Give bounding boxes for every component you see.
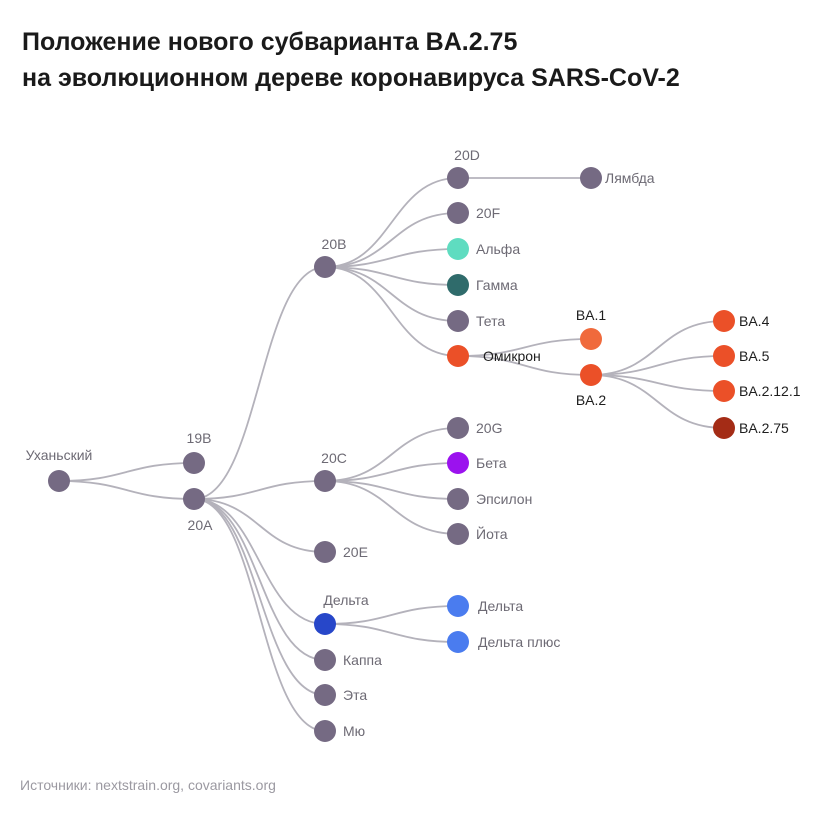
label-ba4: BA.4	[739, 313, 770, 329]
edge-20a-mu	[193, 498, 326, 732]
edge-20b-theta	[324, 266, 459, 322]
node-20a	[183, 488, 205, 510]
edge-delta_parent-delta_plus	[324, 623, 459, 643]
label-20f: 20F	[476, 205, 500, 221]
label-ba2: BA.2	[576, 392, 607, 408]
label-delta: Дельта	[478, 598, 523, 614]
label-beta: Бета	[476, 455, 507, 471]
edge-20b-gamma	[324, 266, 459, 286]
edge-20a-kappa	[193, 498, 326, 661]
edge-ba2-ba2121	[590, 374, 725, 392]
node-ba5	[713, 345, 735, 367]
node-20g	[447, 417, 469, 439]
label-alpha: Альфа	[476, 241, 520, 257]
label-mu: Мю	[343, 723, 365, 739]
label-kappa: Каппа	[343, 652, 382, 668]
label-19b: 19B	[187, 430, 212, 446]
edge-ba2-ba5	[590, 355, 725, 376]
edge-20a-20e	[193, 498, 326, 553]
node-delta_plus	[447, 631, 469, 653]
edge-ba2-ba4	[590, 320, 725, 376]
label-ba5: BA.5	[739, 348, 770, 364]
label-omicron: Омикрон	[483, 348, 541, 364]
label-20c: 20C	[321, 450, 347, 466]
node-kappa	[314, 649, 336, 671]
node-delta	[447, 595, 469, 617]
edge-omicron-ba2	[457, 355, 592, 376]
node-ba2121	[713, 380, 735, 402]
edge-wuhan-19b	[58, 462, 195, 482]
edge-20c-20g	[324, 427, 459, 482]
node-delta_parent	[314, 613, 336, 635]
edge-20b-20d	[324, 177, 459, 268]
edge-20b-omicron	[324, 266, 459, 357]
node-gamma	[447, 274, 469, 296]
label-delta_plus: Дельта плюс	[478, 634, 560, 650]
label-20d: 20D	[454, 147, 480, 163]
chart-title: Положение нового субварианта BA.2.75 на …	[22, 24, 680, 96]
label-lambda: Лямбда	[605, 170, 655, 186]
edge-omicron-ba1	[457, 338, 592, 357]
edge-20a-20c	[193, 480, 326, 500]
node-20f	[447, 202, 469, 224]
label-ba275: BA.2.75	[739, 420, 789, 436]
label-eta: Эта	[343, 687, 367, 703]
node-ba275	[713, 417, 735, 439]
label-20b: 20B	[322, 236, 347, 252]
node-theta	[447, 310, 469, 332]
title-line-1: Положение нового субварианта BA.2.75	[22, 28, 518, 56]
label-wuhan: Уханьский	[26, 447, 93, 463]
node-alpha	[447, 238, 469, 260]
node-lambda	[580, 167, 602, 189]
label-20g: 20G	[476, 420, 502, 436]
label-epsilon: Эпсилон	[476, 491, 532, 507]
label-iota: Йота	[476, 525, 508, 542]
node-20e	[314, 541, 336, 563]
node-omicron	[447, 345, 469, 367]
edge-ba2-ba275	[590, 374, 725, 429]
title-line-2: на эволюционном дереве коронавируса SARS…	[22, 64, 680, 92]
label-theta: Тета	[476, 313, 505, 329]
edge-20c-epsilon	[324, 480, 459, 500]
edge-wuhan-20a	[58, 480, 195, 500]
node-epsilon	[447, 488, 469, 510]
tree-edges	[58, 177, 725, 732]
edge-delta_parent-delta	[324, 605, 459, 625]
label-20e: 20E	[343, 544, 368, 560]
node-ba1	[580, 328, 602, 350]
node-20d	[447, 167, 469, 189]
label-20a: 20A	[188, 517, 214, 533]
node-beta	[447, 452, 469, 474]
label-ba2121: BA.2.12.1	[739, 383, 801, 399]
node-19b	[183, 452, 205, 474]
edge-20c-iota	[324, 480, 459, 535]
edge-20a-20b	[193, 266, 326, 500]
node-20c	[314, 470, 336, 492]
edge-20b-20f	[324, 212, 459, 268]
tree-labels: Уханьский 19B 20A 20B 20D Лямбда 20F АльфаГамма…	[26, 147, 801, 739]
node-ba2	[580, 364, 602, 386]
node-ba4	[713, 310, 735, 332]
node-eta	[314, 684, 336, 706]
node-wuhan	[48, 470, 70, 492]
label-delta_parent: Дельта	[323, 592, 368, 608]
node-20b	[314, 256, 336, 278]
edge-20a-eta	[193, 498, 326, 696]
label-gamma: Гамма	[476, 277, 518, 293]
edge-20a-delta_parent	[193, 498, 326, 625]
edge-20c-beta	[324, 462, 459, 482]
edge-20b-alpha	[324, 248, 459, 268]
label-ba1: BA.1	[576, 307, 607, 323]
node-mu	[314, 720, 336, 742]
source-note: Источники: nextstrain.org, covariants.or…	[20, 777, 276, 793]
node-iota	[447, 523, 469, 545]
tree-nodes	[48, 167, 735, 742]
